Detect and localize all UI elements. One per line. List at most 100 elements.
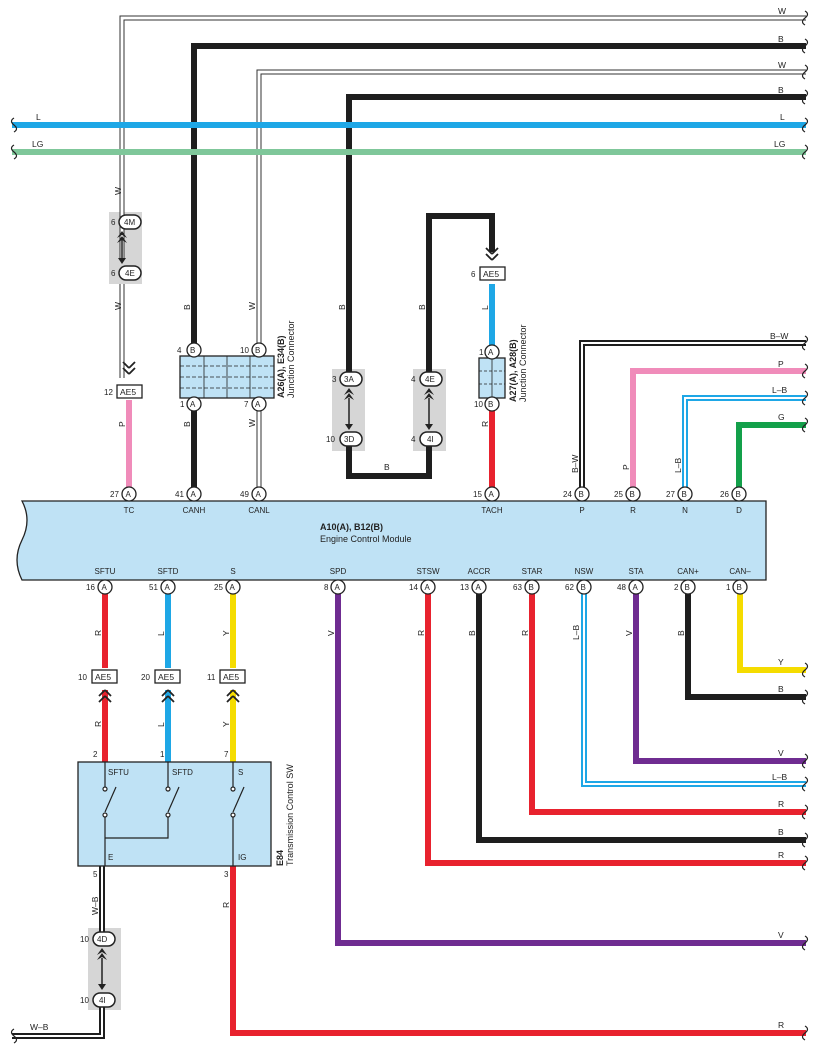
wire-label: B–W xyxy=(570,455,580,473)
pin-connector-letter: A xyxy=(165,583,171,592)
wire-bw-p xyxy=(579,340,806,488)
wire-labels: W B W B L LG L LG B–W P L–B G Y B V L–B … xyxy=(30,6,788,1032)
wire-w-canl xyxy=(256,69,806,488)
wire-label: L–B xyxy=(772,385,787,395)
pin-number: 27 xyxy=(110,490,119,499)
ecm-ref: A10(A), B12(B) xyxy=(320,522,383,532)
connector-id: 3D xyxy=(344,435,354,444)
wire-label: L–B xyxy=(673,458,683,473)
junction-name: Junction Connector xyxy=(286,320,296,398)
connector-pin: 6 xyxy=(111,269,116,278)
pin-connector-letter: B xyxy=(630,490,635,499)
pin-connector-letter: B xyxy=(736,490,741,499)
wire-r-ig xyxy=(230,866,806,1036)
pin-connector-letter: A xyxy=(425,583,431,592)
connector-id: 4I xyxy=(427,435,434,444)
connector-id: AE5 xyxy=(95,672,111,682)
wire-r-star xyxy=(529,594,806,815)
wire-label: P xyxy=(117,421,127,427)
ecm-name: Engine Control Module xyxy=(320,534,412,544)
pin-number: 2 xyxy=(674,583,679,592)
wire-label: P xyxy=(621,464,631,470)
wire-label: R xyxy=(520,630,530,636)
wire-label: Y xyxy=(221,721,231,727)
engine-control-module: A10(A), B12(B) Engine Control Module xyxy=(16,500,767,581)
switch-pin: 3 xyxy=(224,870,229,879)
pin-signal-label: CAN– xyxy=(729,567,751,576)
wire-label: R xyxy=(416,630,426,636)
connector-id: AE5 xyxy=(120,387,136,397)
connector-pin-letter: A xyxy=(255,400,261,409)
switch-ref: E84 xyxy=(275,850,285,866)
connector-pin: 7 xyxy=(244,400,249,409)
pin-signal-label: NSW xyxy=(575,567,594,576)
wire-v-sta xyxy=(633,594,806,764)
ecm-top-pins: A27TCA41CANHA49CANLA15TACHB24PB25RB27NB2… xyxy=(110,486,747,515)
wire-w-top xyxy=(119,15,806,378)
connector-pin: 4 xyxy=(411,375,416,384)
break-marks-right xyxy=(801,10,809,1041)
connector-pin-letter: B xyxy=(488,400,493,409)
ecm-top-pin-d: B 26D xyxy=(720,486,747,515)
pin-signal-label: D xyxy=(736,506,742,515)
ecm-bottom-pins: A16SFTUA51SFTDA25SA8SPDA14STSWA13ACCRB63… xyxy=(86,567,751,595)
connector-id: AE5 xyxy=(158,672,174,682)
inline-connector-4d-4i: 4D 10 4I 10 xyxy=(80,931,116,1008)
connector-pin: 6 xyxy=(471,270,476,279)
connector-pin: 20 xyxy=(141,673,150,682)
connector-id: 4E xyxy=(425,375,435,384)
wire-label: L xyxy=(156,631,166,636)
wire-label: B xyxy=(417,304,427,310)
wire-b-loop-3d-4i xyxy=(346,445,432,479)
inline-connector-3a-3d: 3A 3 3D 10 xyxy=(326,371,363,447)
pin-number: 26 xyxy=(720,490,729,499)
wire-label: G xyxy=(778,412,785,422)
junction-connector-a27-a28: A 1 B 10 A27(A), A28(B) Junction Connect… xyxy=(474,324,528,412)
connector-pin: 10 xyxy=(240,346,249,355)
wire-label: L xyxy=(36,112,41,122)
wire-label: B xyxy=(467,630,477,636)
pin-signal-label: N xyxy=(682,506,688,515)
pin-connector-letter: A xyxy=(335,583,341,592)
wire-label: B xyxy=(676,630,686,636)
pin-connector-letter: A xyxy=(256,490,262,499)
wire-lb-n xyxy=(682,395,806,488)
pin-signal-label: SFTD xyxy=(158,567,179,576)
pin-number: 27 xyxy=(666,490,675,499)
pin-number: 49 xyxy=(240,490,249,499)
wire-b-accr xyxy=(476,594,806,843)
switch-pin: 5 xyxy=(93,870,98,879)
switch-terminal-label: SFTU xyxy=(108,768,129,777)
pin-number: 51 xyxy=(149,583,158,592)
wire-label: W–B xyxy=(30,1022,49,1032)
connector-id: AE5 xyxy=(223,672,239,682)
pin-number: 8 xyxy=(324,583,329,592)
wire-b-canh xyxy=(191,43,806,348)
wire-label: R xyxy=(778,799,784,809)
wire-label: L–B xyxy=(772,772,787,782)
pin-signal-label: CANH xyxy=(183,506,206,515)
wire-r-stsw xyxy=(425,594,806,866)
pin-number: 25 xyxy=(214,583,223,592)
wire-y-canminus xyxy=(737,594,806,673)
wire-label: V xyxy=(778,748,784,758)
switch-pin: 2 xyxy=(93,750,98,759)
connector-pin: 10 xyxy=(326,435,335,444)
switch-name: Transmission Control SW xyxy=(285,764,295,866)
pin-number: 15 xyxy=(473,490,482,499)
connector-pin-letter: A xyxy=(488,348,494,357)
junction-name: Junction Connector xyxy=(518,324,528,402)
ae5-connector-sftu: AE5 10 xyxy=(78,669,118,703)
wire-label: V xyxy=(624,630,634,636)
pin-number: 13 xyxy=(460,583,469,592)
